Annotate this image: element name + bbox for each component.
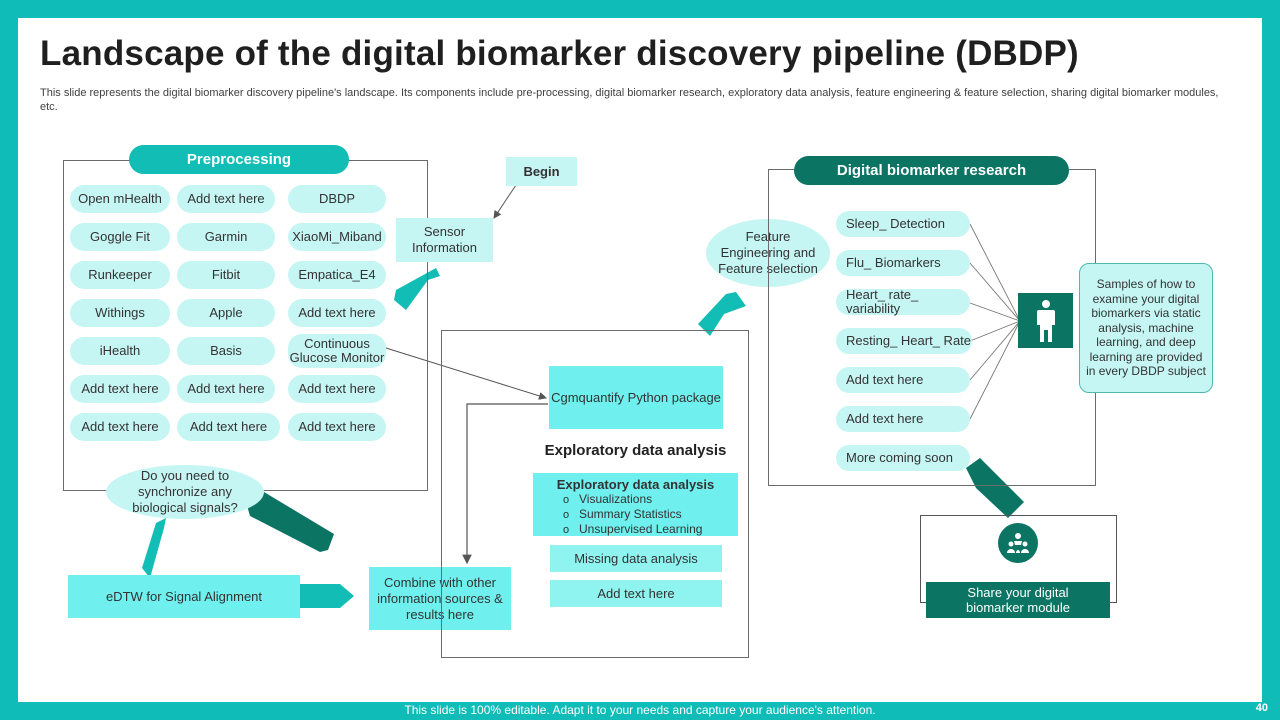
preprocessing-item: iHealth <box>70 337 170 365</box>
preprocessing-item: Empatica_E4 <box>288 261 386 289</box>
preprocessing-item: XiaoMi_Miband <box>288 223 386 251</box>
preprocessing-item: Add text here <box>70 413 170 441</box>
arrow-begin-to-sensor <box>493 184 517 219</box>
eda-frame <box>441 330 749 658</box>
preprocessing-item: Add text here <box>177 375 275 403</box>
sync-callout-tail-right <box>246 492 334 552</box>
page-number: 40 <box>1255 702 1268 714</box>
eda-title: Exploratory data analysis <box>544 442 727 459</box>
research-item: Sleep_ Detection <box>836 211 970 237</box>
preprocessing-item: Open mHealth <box>70 185 170 213</box>
preprocessing-item: Garmin <box>177 223 275 251</box>
preprocessing-item: Add text here <box>177 413 280 441</box>
preprocessing-item: Add text here <box>177 185 275 213</box>
preprocessing-item: Withings <box>70 299 170 327</box>
research-item: Heart_ rate_ variability <box>836 288 970 316</box>
footer-note: This slide is 100% editable. Adapt it to… <box>404 703 876 717</box>
preprocessing-item: Add text here <box>288 413 386 441</box>
eda-box-title: Exploratory data analysis <box>556 477 715 492</box>
bullet-marker: o <box>563 494 570 506</box>
eda-bullet-text: Visualizations <box>579 492 653 506</box>
page-title: Landscape of the digital biomarker disco… <box>40 34 1079 73</box>
preprocessing-header: Preprocessing <box>129 145 349 174</box>
research-item: Add text here <box>836 406 970 432</box>
research-fan-lines <box>969 223 1021 420</box>
preprocessing-item: Basis <box>177 337 275 365</box>
research-header: Digital biomarker research <box>794 156 1069 185</box>
connectors <box>142 184 1024 608</box>
person-icon <box>1018 293 1073 348</box>
cgmquantify-box: Cgmquantify Python package <box>549 366 723 429</box>
sensor-information-box: Sensor Information <box>396 218 493 262</box>
preprocessing-item: Goggle Fit <box>70 223 170 251</box>
begin-box: Begin <box>506 157 577 186</box>
eda-bullet: o Summary Statistics <box>563 507 738 522</box>
sync-callout-tail-left <box>142 518 166 578</box>
research-item: More coming soon <box>836 445 970 471</box>
missing-data-box: Missing data analysis <box>550 545 722 572</box>
preprocessing-item: Add text here <box>288 375 386 403</box>
preprocessing-item: Apple <box>177 299 275 327</box>
page-description: This slide represents the digital biomar… <box>40 87 1219 113</box>
preprocessing-item: Runkeeper <box>70 261 170 289</box>
share-module-label: Share your digital biomarker module <box>926 582 1110 618</box>
slide: Landscape of the digital biomarker disco… <box>18 18 1262 702</box>
research-item: Resting_ Heart_ Rate <box>836 328 972 354</box>
preprocessing-item: Continuous Glucose Monitor <box>288 334 386 368</box>
edtw-chevron-arrow <box>282 584 354 608</box>
research-item: Add text here <box>836 367 970 393</box>
eda-add-text-box: Add text here <box>550 580 722 607</box>
edtw-box: eDTW for Signal Alignment <box>68 575 300 618</box>
sensor-callout-tail <box>394 268 440 310</box>
bullet-marker: o <box>563 509 570 521</box>
eda-bullet: o Visualizations <box>563 492 738 507</box>
research-item: Flu_ Biomarkers <box>836 250 970 276</box>
bullet-marker: o <box>563 524 570 536</box>
sync-question-bubble: Do you need to synchronize any biologica… <box>106 465 264 519</box>
eda-bullet: o Unsupervised Learning <box>563 522 738 537</box>
combine-box: Combine with other information sources &… <box>369 567 511 630</box>
eda-bullet-text: Summary Statistics <box>579 507 682 521</box>
arrow-package-to-combine <box>462 403 548 565</box>
preprocessing-item: Add text here <box>288 299 386 327</box>
preprocessing-item: Add text here <box>70 375 170 403</box>
eda-bullet-text: Unsupervised Learning <box>579 522 703 536</box>
arrow-cgm-to-package <box>385 347 547 400</box>
feature-callout-tail <box>698 292 746 336</box>
eda-detail-box: Exploratory data analysis o Visualization… <box>533 473 738 536</box>
people-network-icon <box>998 523 1038 563</box>
preprocessing-item: Fitbit <box>177 261 275 289</box>
preprocessing-item: DBDP <box>288 185 386 213</box>
more-soon-callout-tail <box>966 458 1024 518</box>
samples-callout: Samples of how to examine your digital b… <box>1079 263 1213 393</box>
